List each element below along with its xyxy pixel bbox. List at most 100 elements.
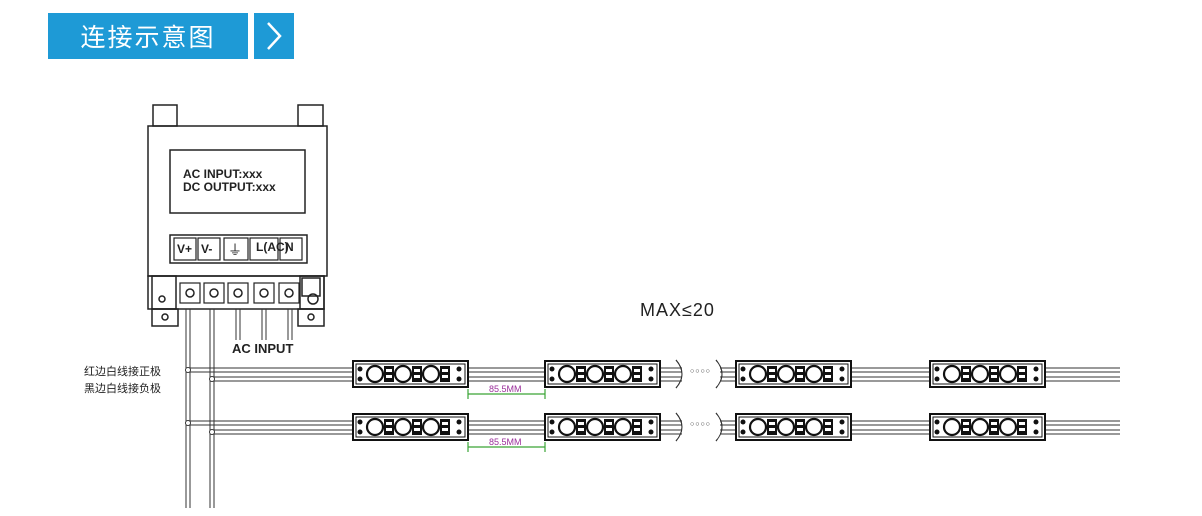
led-chip-2 <box>632 366 642 382</box>
led-lens-0 <box>557 364 577 384</box>
led-module-rows <box>352 360 1046 441</box>
led-chip-mark-b-1 <box>991 428 997 431</box>
module-pin-2 <box>456 366 462 372</box>
led-lens-0 <box>942 417 962 437</box>
led-chip-mark-b-0 <box>578 375 584 378</box>
led-chip-mark-a-1 <box>797 369 803 372</box>
module-pin-0 <box>357 366 363 372</box>
terminal-box-2 <box>223 237 249 261</box>
led-chip-0 <box>767 419 777 435</box>
module-pin-1 <box>549 429 555 435</box>
led-lens-1 <box>970 417 990 437</box>
led-chip-2 <box>440 366 450 382</box>
led-chip-2 <box>1017 366 1027 382</box>
break-mask-1 <box>682 415 720 439</box>
spacing-label-row1: 85.5MM <box>489 384 522 394</box>
led-chip-2 <box>823 419 833 435</box>
ellipsis-row2: ○○○○ <box>690 421 711 428</box>
max-label: MAX≤20 <box>640 300 715 320</box>
module-pin-3 <box>456 429 462 435</box>
screw-terminal-4 <box>278 282 300 304</box>
led-lens-0 <box>365 364 385 384</box>
module-inner <box>738 363 849 385</box>
led-chip-mark-a-1 <box>606 369 612 372</box>
screw-terminal-1 <box>203 282 225 304</box>
led-chip-mark-a-0 <box>578 422 584 425</box>
module-pin-2 <box>1033 366 1039 372</box>
terminal-box-1 <box>197 237 221 261</box>
led-chip-mark-b-0 <box>769 428 775 431</box>
led-lens-1 <box>776 417 796 437</box>
screw-0 <box>185 288 195 298</box>
led-chip-mark-b-0 <box>963 375 969 378</box>
led-lens-2 <box>613 364 633 384</box>
module-pin-0 <box>934 366 940 372</box>
screw-2 <box>233 288 243 298</box>
led-lens-0 <box>748 417 768 437</box>
module-pin-2 <box>648 366 654 372</box>
led-chip-mark-b-2 <box>634 375 640 378</box>
power-supply <box>147 104 328 327</box>
module-pin-1 <box>934 429 940 435</box>
module-pin-1 <box>357 376 363 382</box>
ellipsis-row1: ○○○○ <box>690 368 711 375</box>
module-inner <box>355 363 466 385</box>
led-lens-1 <box>776 364 796 384</box>
module-pin-3 <box>839 376 845 382</box>
led-module-r0-m0 <box>352 360 469 388</box>
spacing-dimensions <box>467 389 546 452</box>
screw-terminal-0 <box>179 282 201 304</box>
terminal-box-4 <box>279 237 303 261</box>
junction-a-1 <box>185 420 191 426</box>
led-lens-0 <box>748 364 768 384</box>
module-pin-2 <box>839 419 845 425</box>
led-module-r1-m3 <box>929 413 1046 441</box>
led-chip-0 <box>384 419 394 435</box>
led-chip-mark-a-0 <box>386 422 392 425</box>
psu-label-dc: DC OUTPUT:xxx <box>183 180 276 194</box>
ac-input-label: AC INPUT <box>232 341 294 356</box>
module-inner <box>355 416 466 438</box>
wires <box>185 309 1120 508</box>
led-chip-1 <box>795 366 805 382</box>
led-chip-mark-a-1 <box>991 369 997 372</box>
module-pin-3 <box>456 376 462 382</box>
break-arc-l-1 <box>675 412 683 442</box>
terminal-label-v-plus: V+ <box>177 242 193 256</box>
led-chip-1 <box>989 366 999 382</box>
led-chip-mark-b-1 <box>797 428 803 431</box>
led-chip-mark-a-2 <box>634 369 640 372</box>
led-chip-2 <box>823 366 833 382</box>
led-chip-mark-a-1 <box>797 422 803 425</box>
junction-b-1 <box>209 429 215 435</box>
led-chip-mark-a-0 <box>578 369 584 372</box>
wire-note-positive: 红边白线接正极 <box>84 365 161 378</box>
led-lens-2 <box>804 417 824 437</box>
led-lens-2 <box>804 364 824 384</box>
module-pin-2 <box>839 366 845 372</box>
led-chip-mark-b-2 <box>825 428 831 431</box>
spacing-label-row2: 85.5MM <box>489 437 522 447</box>
screw-3 <box>259 288 269 298</box>
led-chip-mark-b-2 <box>442 375 448 378</box>
screw-terminal-3 <box>253 282 275 304</box>
led-lens-1 <box>585 417 605 437</box>
led-chip-mark-b-1 <box>991 375 997 378</box>
led-chip-mark-b-1 <box>606 428 612 431</box>
module-pin-1 <box>740 429 746 435</box>
module-pin-3 <box>648 429 654 435</box>
chevron-right-icon <box>254 13 294 59</box>
led-module-r0-m1 <box>544 360 661 388</box>
led-chip-mark-b-0 <box>963 428 969 431</box>
terminal-box-3 <box>249 237 279 261</box>
led-lens-1 <box>970 364 990 384</box>
module-pin-1 <box>549 376 555 382</box>
break-arc-r-0 <box>715 359 723 389</box>
led-chip-mark-a-0 <box>769 422 775 425</box>
module-pin-1 <box>740 376 746 382</box>
module-pin-0 <box>934 419 940 425</box>
led-chip-mark-a-2 <box>442 422 448 425</box>
led-module-r1-m0 <box>352 413 469 441</box>
led-chip-mark-a-0 <box>386 369 392 372</box>
led-lens-0 <box>365 417 385 437</box>
